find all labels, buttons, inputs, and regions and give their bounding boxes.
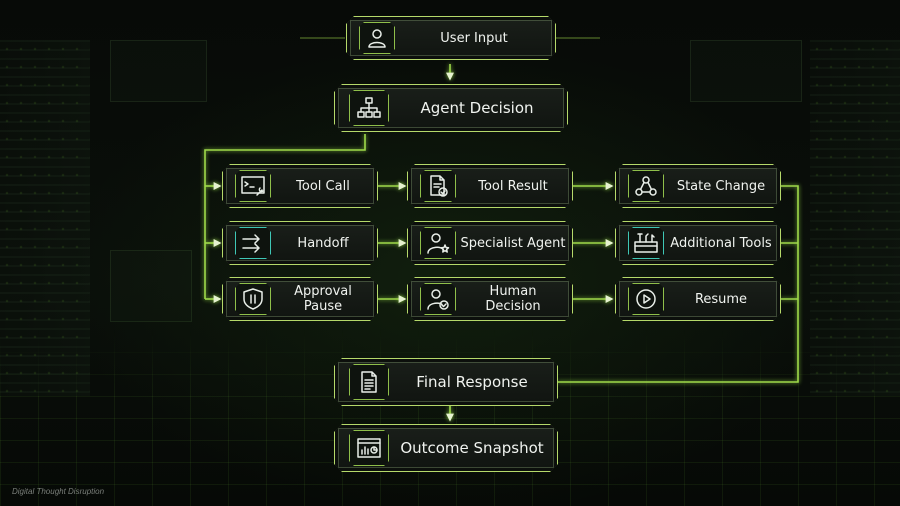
outcome-snapshot-label: Outcome Snapshot: [400, 439, 544, 457]
human-decision-label: Human Decision: [485, 284, 541, 314]
user-icon: [359, 22, 395, 54]
tool-call-node[interactable]: Tool Call: [222, 164, 378, 208]
handoff-label: Handoff: [297, 235, 349, 251]
approval-pause-node[interactable]: Approval Pause: [222, 277, 378, 321]
specialist-agent-label: Specialist Agent: [460, 235, 566, 251]
final-response-label: Final Response: [416, 373, 528, 391]
additional-tools-label: Additional Tools: [670, 235, 772, 251]
outcome-snapshot-node[interactable]: Outcome Snapshot: [334, 424, 558, 472]
server-rack-left: [0, 40, 90, 396]
dashboard-icon: [349, 430, 389, 466]
document-check-icon: [420, 170, 456, 202]
handoff-node[interactable]: Handoff: [222, 221, 378, 265]
state-change-node[interactable]: State Change: [615, 164, 781, 208]
toolbox-icon: [628, 227, 664, 259]
final-response-node[interactable]: Final Response: [334, 358, 558, 406]
resume-label: Resume: [694, 291, 748, 307]
user-check-icon: [420, 283, 456, 315]
approval-pause-label: Approval Pause: [294, 284, 352, 314]
tool-call-label: Tool Call: [296, 178, 350, 194]
user-input-node[interactable]: User Input: [346, 16, 556, 60]
user-input-label: User Input: [440, 30, 508, 46]
agent-star-icon: [420, 227, 456, 259]
human-decision-node[interactable]: Human Decision: [407, 277, 573, 321]
additional-tools-node[interactable]: Additional Tools: [615, 221, 781, 265]
arrows-right-icon: [235, 227, 271, 259]
watermark: Digital Thought Disruption: [12, 487, 105, 496]
state-change-label: State Change: [676, 178, 766, 194]
play-icon: [628, 283, 664, 315]
tool-result-node[interactable]: Tool Result: [407, 164, 573, 208]
document-icon: [349, 364, 389, 400]
wall-panel: [110, 250, 192, 322]
tool-result-label: Tool Result: [478, 178, 548, 194]
specialist-agent-node[interactable]: Specialist Agent: [407, 221, 573, 265]
resume-node[interactable]: Resume: [615, 277, 781, 321]
wall-panel: [690, 40, 802, 102]
terminal-wrench-icon: [235, 170, 271, 202]
state-graph-icon: [628, 170, 664, 202]
server-rack-right: [810, 40, 900, 396]
shield-pause-icon: [235, 283, 271, 315]
hierarchy-icon: [349, 90, 389, 126]
agent-decision-label: Agent Decision: [420, 99, 534, 117]
wall-panel: [110, 40, 207, 102]
agent-decision-node[interactable]: Agent Decision: [334, 84, 568, 132]
